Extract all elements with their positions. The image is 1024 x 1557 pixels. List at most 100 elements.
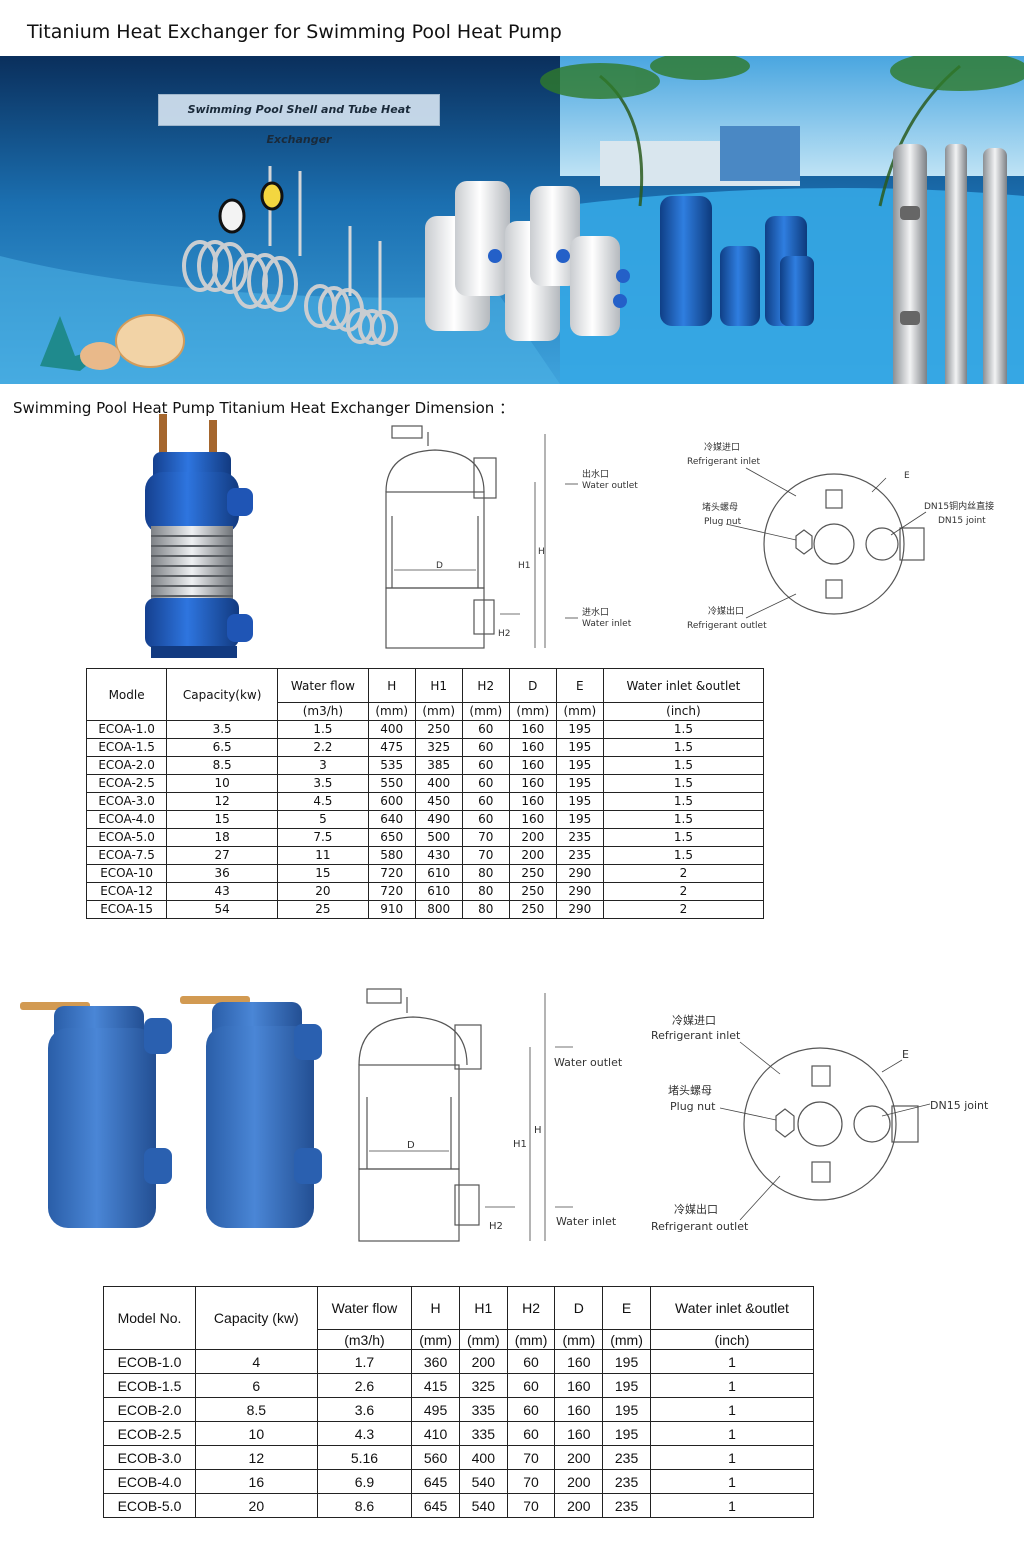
table-cell: 200 [458,1349,508,1374]
table-cell: 6.5 [166,738,279,757]
table-header-cell: Water inlet &outlet [602,668,765,703]
table-unit-cell: (mm) [555,702,604,721]
table-cell: 160 [508,774,557,793]
table-cell: 250 [414,720,463,739]
table-cell: 60 [461,774,510,793]
top-a-refrigerant-outlet-cn: 冷媒出口 [708,605,744,617]
table-cell: 160 [554,1397,604,1422]
table-header-cell: H [411,1286,460,1330]
table-header-cell: Capacity (kw) [194,1286,318,1350]
table-cell: 550 [367,774,416,793]
product-banner [0,56,1024,384]
table-cell: 1 [649,1493,815,1518]
top-a-dn15-cn: DN15铜内丝直接 [924,500,994,512]
table-cell: 2.2 [277,738,369,757]
table-cell: ECOB-2.0 [103,1397,196,1422]
table-cell: 1.5 [602,774,765,793]
table-cell: 535 [367,756,416,775]
top-a-dim-e: E [904,471,910,481]
table-cell: 235 [555,846,604,865]
table-cell: 195 [555,810,604,829]
table-cell: 60 [461,720,510,739]
top-a-refrigerant-inlet-cn: 冷媒进口 [704,441,740,453]
table-cell: 160 [554,1421,604,1446]
table-header-cell: H2 [506,1286,556,1330]
table-cell: 1.5 [602,810,765,829]
table-cell: 200 [554,1445,604,1470]
table-cell: 475 [367,738,416,757]
table-cell: 160 [508,810,557,829]
table-cell: 200 [508,828,557,847]
table-cell: 195 [555,720,604,739]
table-cell: 430 [414,846,463,865]
table-cell: 20 [194,1493,318,1518]
table-cell: 195 [555,738,604,757]
table-header-cell: D [554,1286,604,1330]
top-b-dim-e: E [902,1048,909,1061]
table-cell: 195 [602,1397,651,1422]
table-cell: 5 [277,810,369,829]
table-cell: 335 [458,1421,508,1446]
table-cell: 235 [602,1469,651,1494]
table-cell: 1.7 [316,1349,413,1374]
table-cell: 290 [555,864,604,883]
table-cell: 720 [367,882,416,901]
table-cell: 235 [602,1493,651,1518]
top-a-dn15: DN15 joint [938,516,986,526]
table-cell: ECOB-3.0 [103,1445,196,1470]
table-unit-cell: (mm) [506,1329,556,1350]
top-view-drawing-ecoa: 冷媒进口 Refrigerant inlet 堵头螺母 Plug nut E D… [687,441,994,631]
table-cell: 325 [458,1373,508,1398]
table-header-cell: Model No. [103,1286,196,1350]
table-cell: 16 [194,1469,318,1494]
table-cell: 490 [414,810,463,829]
table-cell: 195 [602,1349,651,1374]
table-cell: 3.6 [316,1397,413,1422]
table-cell: 160 [554,1373,604,1398]
table-cell: 560 [411,1445,460,1470]
table-header-cell: E [555,668,604,703]
table-cell: 400 [367,720,416,739]
table-unit-cell: (mm) [461,702,510,721]
table-cell: 1.5 [602,738,765,757]
page-title: Titanium Heat Exchanger for Swimming Poo… [27,21,562,43]
table-cell: ECOA-4.0 [85,810,168,829]
table-unit-cell: (mm) [508,702,557,721]
table-cell: 645 [411,1469,460,1494]
table-header-cell: Water inlet &outlet [649,1286,815,1330]
table-cell: 1 [649,1445,815,1470]
table-cell: 1.5 [602,792,765,811]
drawing-b-water-inlet: Water inlet [556,1215,617,1228]
table-cell: 27 [166,846,279,865]
table-cell: 325 [414,738,463,757]
table-cell: 645 [411,1493,460,1518]
table-cell: ECOA-12 [85,882,168,901]
table-cell: 250 [508,882,557,901]
table-cell: 160 [508,756,557,775]
table-cell: 4.3 [316,1421,413,1446]
table-unit-cell: (inch) [602,702,765,721]
product-photo-ecoa [145,414,253,658]
table-cell: 36 [166,864,279,883]
top-b-refrigerant-outlet-cn: 冷媒出口 [674,1202,718,1216]
top-b-dn15: DN15 joint [930,1099,989,1112]
table-cell: 6.9 [316,1469,413,1494]
table-cell: 200 [554,1493,604,1518]
table-cell: 1.5 [277,720,369,739]
banner-illustration [0,56,1024,384]
table-cell: 8.5 [166,756,279,775]
table-cell: 3.5 [166,720,279,739]
top-b-plug-nut: Plug nut [670,1100,716,1113]
table-header-cell: Capacity(kw) [166,668,279,721]
